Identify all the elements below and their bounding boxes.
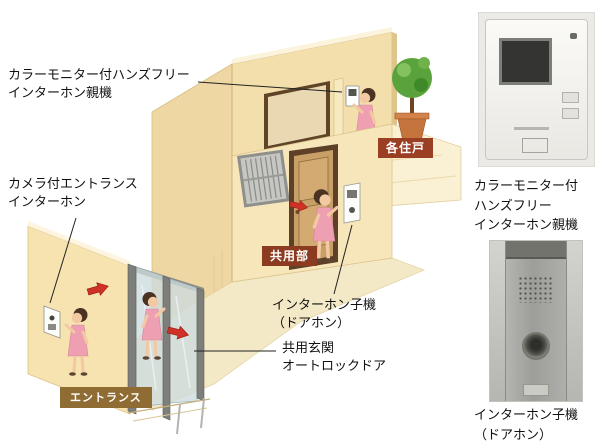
monitor-screen bbox=[498, 38, 552, 86]
isometric-illustration bbox=[27, 27, 462, 435]
mic-hole bbox=[570, 32, 578, 39]
callout-line-doorphone bbox=[333, 224, 353, 295]
monitor-photo-caption: カラーモニター付 ハンズフリー インターホン親機 bbox=[474, 178, 579, 232]
name-plate bbox=[522, 138, 549, 154]
name-plate bbox=[522, 384, 549, 397]
monitor-parent-photo bbox=[478, 12, 595, 167]
callout-camera-entrance: カメラ付エントランス インターホン bbox=[8, 176, 138, 209]
bulletin-board-inner bbox=[268, 85, 326, 146]
wall-top-edge bbox=[232, 27, 392, 64]
entrance-area bbox=[27, 221, 211, 435]
intercom-parent-unit bbox=[345, 85, 360, 107]
doorphone-photo-caption: インターホン子機 （ドアホン） bbox=[474, 407, 579, 442]
device-button bbox=[562, 92, 580, 104]
doorphone-unit bbox=[343, 182, 361, 224]
callout-line-monitor-parent bbox=[197, 81, 343, 93]
callout-doorphone: インターホン子機 （ドアホン） bbox=[272, 297, 377, 330]
doorphone-photo bbox=[489, 240, 583, 402]
panel-top-cap bbox=[505, 241, 567, 259]
monitor-device bbox=[484, 19, 589, 160]
topiary-plant bbox=[392, 57, 432, 142]
callout-autolock-door: 共用玄関 オートロックドア bbox=[282, 340, 387, 373]
callout-lines bbox=[49, 81, 353, 352]
frame-stub-line bbox=[176, 403, 181, 435]
entrance-wall-top-edge bbox=[28, 221, 130, 266]
meter-box-grille bbox=[236, 149, 290, 208]
door-post bbox=[162, 275, 171, 421]
speaker-slot bbox=[514, 126, 549, 130]
area-badge-common: 共用部 bbox=[262, 246, 318, 266]
callout-line-camera-entrance bbox=[49, 217, 77, 304]
entrance-camera-intercom bbox=[43, 305, 61, 339]
callout-monitor-parent: カラーモニター付ハンズフリー インターホン親機 bbox=[8, 67, 190, 100]
door-post bbox=[127, 263, 137, 415]
doorphone-panel bbox=[504, 241, 568, 401]
floor-edge-line bbox=[127, 398, 211, 414]
floor-edge-line bbox=[132, 407, 208, 422]
area-badge-unit: 各住戸 bbox=[378, 138, 434, 158]
device-button bbox=[562, 107, 580, 119]
door-post bbox=[196, 287, 205, 402]
camera-lens bbox=[521, 332, 550, 361]
intercom-system-diagram: カラーモニター付ハンズフリー インターホン親機 カメラ付エントランス インターホ… bbox=[8, 27, 462, 435]
area-badge-entrance: エントランス bbox=[60, 387, 152, 408]
speaker-grille bbox=[517, 276, 555, 304]
frame-stub-line bbox=[200, 397, 205, 429]
